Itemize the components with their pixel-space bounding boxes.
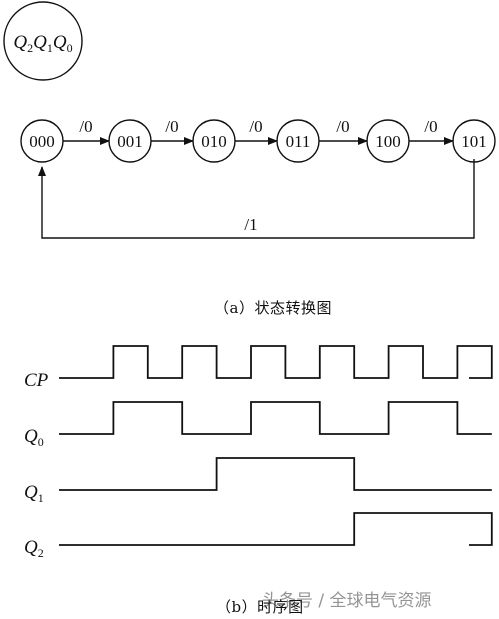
transition-label: /0 xyxy=(249,117,262,136)
transition-arrow: /0 xyxy=(409,117,454,145)
state-label: 001 xyxy=(117,132,143,151)
signal-q1: Q1 xyxy=(24,457,492,505)
transition-label: /0 xyxy=(165,117,178,136)
state-node-100: 100 xyxy=(366,119,410,163)
return-transition: /1 xyxy=(38,159,475,239)
signal-label: Q1 xyxy=(24,482,44,505)
transition-arrow: /0 xyxy=(319,117,368,145)
transition-arrow: /0 xyxy=(63,117,110,145)
state-diagram: 000 001 010 011 100 101/0/0/0/0/0 xyxy=(20,117,496,163)
signal-label: Q2 xyxy=(24,537,44,560)
waveform xyxy=(59,512,493,546)
state-legend: Q2Q1Q0 xyxy=(3,1,83,81)
signal-q2: Q2 xyxy=(24,512,493,560)
transition-label: /0 xyxy=(424,117,437,136)
state-label: 000 xyxy=(29,132,55,151)
watermark: 头条号 / 全球电气资源 xyxy=(262,591,432,611)
signal-label: CP xyxy=(24,370,49,391)
state-node-011: 011 xyxy=(276,119,320,163)
state-label: 100 xyxy=(375,132,401,151)
caption-state-diagram: （a）状态转换图 xyxy=(214,299,332,317)
transition-arrow: /0 xyxy=(235,117,278,145)
waveform xyxy=(59,345,493,379)
state-label: 010 xyxy=(201,132,227,151)
state-label: 011 xyxy=(286,132,311,151)
transition-arrow: /0 xyxy=(151,117,194,145)
transition-label: /0 xyxy=(79,117,92,136)
state-node-101: 101 xyxy=(452,119,496,163)
state-label: 101 xyxy=(461,132,487,151)
return-transition-label: /1 xyxy=(244,215,257,234)
signal-label: Q0 xyxy=(24,426,44,449)
state-legend-label: Q2Q1Q0 xyxy=(13,32,72,55)
waveform xyxy=(59,457,492,491)
signal-cp: CP xyxy=(24,345,493,391)
signal-q0: Q0 xyxy=(24,401,492,449)
state-node-010: 010 xyxy=(192,119,236,163)
caption-timing-diagram: （b）时序图 xyxy=(216,598,304,616)
waveform xyxy=(59,401,492,435)
state-node-000: 000 xyxy=(20,119,64,163)
state-node-001: 001 xyxy=(108,119,152,163)
transition-label: /0 xyxy=(336,117,349,136)
